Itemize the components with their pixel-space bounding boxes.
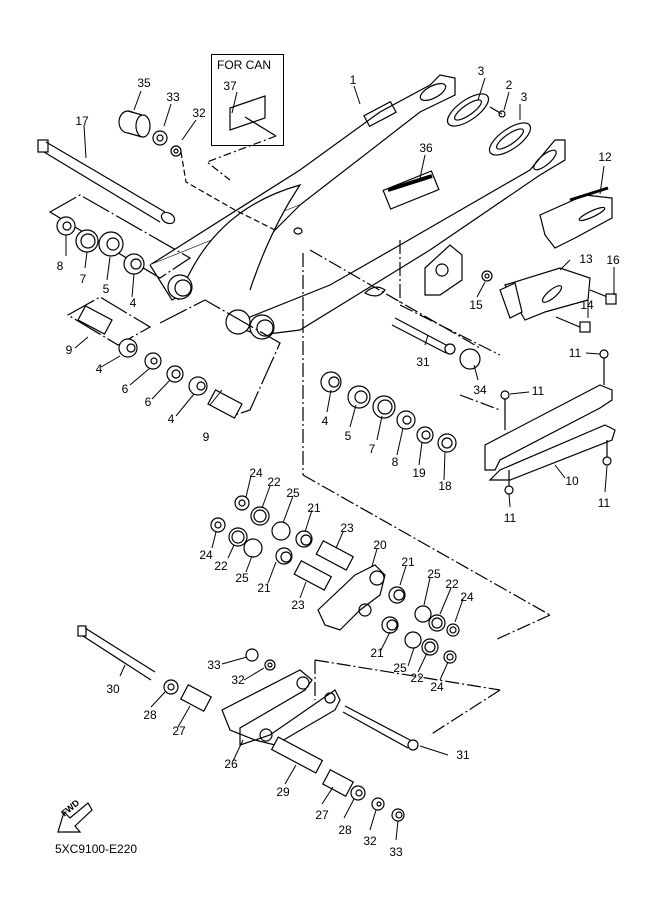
- callout-24[interactable]: 24: [199, 548, 213, 562]
- callout-32[interactable]: 32: [363, 834, 377, 848]
- callout-11[interactable]: 11: [531, 384, 545, 398]
- chain-support-part[interactable]: [484, 349, 616, 495]
- callout-22[interactable]: 22: [267, 475, 281, 489]
- callout-33[interactable]: 33: [207, 658, 221, 672]
- callout-21[interactable]: 21: [401, 555, 415, 569]
- callout-32[interactable]: 32: [231, 673, 245, 687]
- callout-25[interactable]: 25: [427, 567, 441, 581]
- callout-24[interactable]: 24: [460, 590, 474, 604]
- callout-35[interactable]: 35: [137, 76, 151, 90]
- callout-25[interactable]: 25: [235, 571, 249, 585]
- diagram-code: 5XC9100-E220: [55, 842, 138, 856]
- leader-lines: [65, 77, 615, 841]
- callout-8[interactable]: 8: [56, 259, 64, 273]
- callout-15[interactable]: 15: [469, 298, 483, 312]
- chain-puller-plates[interactable]: [443, 88, 536, 161]
- relay-arm-assembly[interactable]: [210, 495, 460, 664]
- callout-14[interactable]: 14: [580, 298, 594, 312]
- callout-24[interactable]: 24: [249, 466, 263, 480]
- callout-3[interactable]: 3: [477, 64, 485, 78]
- callout-27[interactable]: 27: [315, 808, 329, 822]
- callout-30[interactable]: 30: [106, 682, 120, 696]
- callout-23[interactable]: 23: [340, 521, 354, 535]
- callout-11[interactable]: 11: [597, 496, 611, 510]
- pivot-shaft-part[interactable]: [37, 139, 177, 226]
- callout-25[interactable]: 25: [393, 661, 407, 675]
- callout-21[interactable]: 21: [307, 501, 321, 515]
- for-can-box: FOR CAN: [211, 54, 284, 146]
- chain-guide-part[interactable]: [539, 186, 613, 249]
- callout-2[interactable]: 2: [505, 78, 513, 92]
- for-can-label: FOR CAN: [217, 58, 271, 72]
- callout-22[interactable]: 22: [410, 671, 424, 685]
- callout-16[interactable]: 16: [606, 253, 620, 267]
- callout-18[interactable]: 18: [438, 479, 452, 493]
- callout-5[interactable]: 5: [344, 429, 352, 443]
- callout-27[interactable]: 27: [172, 724, 186, 738]
- callout-7[interactable]: 7: [368, 442, 376, 456]
- callout-22[interactable]: 22: [445, 577, 459, 591]
- callout-6[interactable]: 6: [121, 382, 129, 396]
- bolt-30-part[interactable]: [77, 625, 156, 681]
- callout-6[interactable]: 6: [144, 395, 152, 409]
- callout-33[interactable]: 33: [166, 90, 180, 104]
- callout-11[interactable]: 11: [568, 346, 582, 360]
- callout-17[interactable]: 17: [75, 114, 89, 128]
- callout-9[interactable]: 9: [65, 343, 73, 357]
- upper-bushings[interactable]: [118, 110, 276, 231]
- bolt-31-upper-part[interactable]: [391, 317, 481, 370]
- callout-4[interactable]: 4: [95, 362, 103, 376]
- can-label-part: [205, 95, 277, 181]
- lower-linkage[interactable]: [163, 648, 419, 822]
- callout-34[interactable]: 34: [473, 383, 487, 397]
- callout-19[interactable]: 19: [412, 466, 426, 480]
- callout-21[interactable]: 21: [257, 581, 271, 595]
- right-bearing-stack[interactable]: [320, 371, 457, 453]
- callout-5[interactable]: 5: [102, 282, 110, 296]
- callout-28[interactable]: 28: [143, 708, 157, 722]
- callout-33[interactable]: 33: [389, 845, 403, 859]
- callout-1[interactable]: 1: [349, 73, 357, 87]
- left-bearing-stack[interactable]: [48, 194, 192, 279]
- callout-31[interactable]: 31: [416, 355, 430, 369]
- assembly-guide-lines: [302, 240, 551, 736]
- callout-22[interactable]: 22: [214, 559, 228, 573]
- callout-10[interactable]: 10: [565, 474, 579, 488]
- callout-4[interactable]: 4: [321, 414, 329, 428]
- callout-28[interactable]: 28: [338, 823, 352, 837]
- callout-8[interactable]: 8: [391, 455, 399, 469]
- callout-25[interactable]: 25: [286, 486, 300, 500]
- callout-31[interactable]: 31: [456, 748, 470, 762]
- callout-23[interactable]: 23: [291, 598, 305, 612]
- callout-7[interactable]: 7: [79, 272, 87, 286]
- callout-26[interactable]: 26: [224, 757, 238, 771]
- callout-4[interactable]: 4: [129, 296, 137, 310]
- rear-arm-part[interactable]: [149, 74, 566, 340]
- callout-20[interactable]: 20: [373, 538, 387, 552]
- callout-37[interactable]: 37: [223, 79, 237, 93]
- callout-32[interactable]: 32: [192, 106, 206, 120]
- callout-29[interactable]: 29: [276, 785, 290, 799]
- callout-24[interactable]: 24: [430, 680, 444, 694]
- callout-13[interactable]: 13: [579, 252, 593, 266]
- callout-3[interactable]: 3: [520, 90, 528, 104]
- callout-11[interactable]: 11: [503, 511, 517, 525]
- fwd-arrow-icon: [57, 802, 93, 833]
- callout-4[interactable]: 4: [167, 412, 175, 426]
- chain-seal-assembly[interactable]: [481, 267, 617, 333]
- callout-9[interactable]: 9: [202, 430, 210, 444]
- callout-12[interactable]: 12: [598, 150, 612, 164]
- callout-36[interactable]: 36: [419, 141, 433, 155]
- callout-21[interactable]: 21: [370, 646, 384, 660]
